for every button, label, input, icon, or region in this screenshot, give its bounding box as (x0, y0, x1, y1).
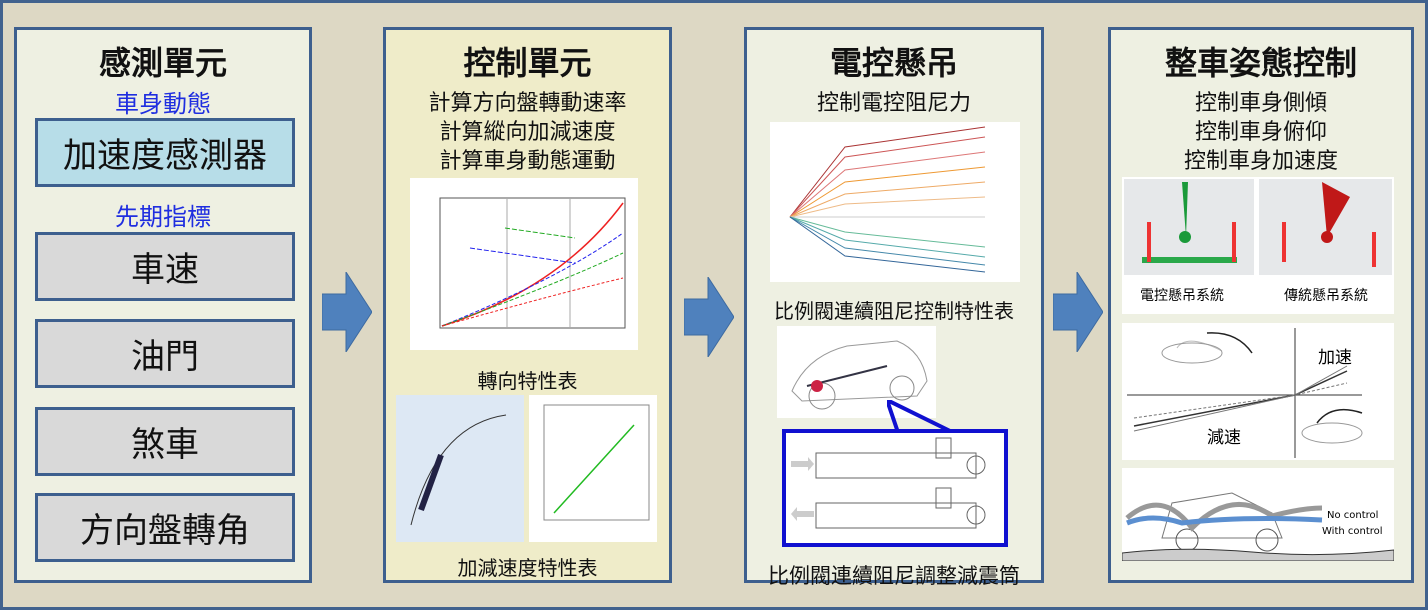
attitude-line: 控制車身俯仰 (1194, 120, 1327, 145)
attitude-line: 控制車身加速度 (1183, 149, 1338, 174)
damper-caption: 比例閥連續阻尼調整減震筒 (768, 564, 1020, 588)
panel-title: 控制單元 (463, 44, 592, 82)
control-line: 計算車身動態運動 (439, 149, 616, 174)
conventional-label: 傳統懸吊系統 (1284, 288, 1368, 304)
decel-label: 減速 (1207, 428, 1241, 448)
accel-sensor-box: 加速度感測器 (35, 118, 295, 187)
control-unit-panel: 控制單元 計算方向盤轉動速率 計算縱向加減速度 計算車身動態運動 轉向特性表 加… (383, 27, 672, 583)
attitude-line: 控制車身側傾 (1194, 91, 1327, 116)
body-dynamics-label: 車身動態 (115, 90, 211, 118)
sensor-item-steering-angle: 方向盤轉角 (35, 493, 295, 562)
damping-characteristic-chart (770, 122, 1020, 282)
panel-title: 感測單元 (98, 44, 227, 82)
accel-chart-2 (529, 395, 657, 542)
accel-label: 加速 (1318, 348, 1352, 368)
accel-chart-1 (396, 395, 524, 542)
no-control-label: No control (1327, 510, 1379, 521)
flow-arrow-icon (1053, 272, 1103, 352)
panel-title: 整車姿態控制 (1164, 44, 1357, 82)
panel-title: 電控懸吊 (829, 44, 958, 82)
leading-indicator-label: 先期指標 (115, 203, 211, 231)
flow-arrow-icon (684, 277, 734, 357)
chart-caption: 比例閥連續阻尼控制特性表 (774, 299, 1014, 323)
steering-characteristic-chart (410, 178, 638, 350)
sensor-item-speed: 車速 (35, 232, 295, 301)
electronic-suspension-panel: 電控懸吊 控制電控阻尼力 比例閥連續阻尼控制特性表 比例閥連續阻尼調整減震筒 (744, 27, 1044, 588)
damper-diagram (782, 429, 1008, 547)
suspension-line: 控制電控阻尼力 (816, 91, 971, 116)
flow-arrow-icon (322, 272, 372, 352)
ecs-label: 電控懸吊系統 (1140, 288, 1224, 304)
car-suspension-image (777, 326, 936, 418)
control-line: 計算方向盤轉動速率 (428, 91, 627, 116)
sensing-unit-panel: 感測單元 車身動態 加速度感測器 先期指標 車速 油門 煞車 方向盤轉角 (14, 27, 312, 583)
accel-caption: 加減速度特性表 (457, 556, 598, 580)
with-control-label: With control (1322, 526, 1383, 537)
control-line: 計算縱向加減速度 (439, 120, 616, 145)
vehicle-attitude-panel: 整車姿態控制 控制車身側傾 控制車身俯仰 控制車身加速度 電控懸吊系統 傳統懸吊… (1108, 27, 1414, 583)
sensor-item-throttle: 油門 (35, 319, 295, 388)
steer-caption: 轉向特性表 (477, 369, 578, 393)
ride-control-image: No control With control (1122, 468, 1394, 561)
pitch-chart-image: 加速 減速 (1122, 323, 1394, 460)
sensor-item-brake: 煞車 (35, 407, 295, 476)
suspension-comparison-image: 電控懸吊系統 傳統懸吊系統 (1122, 177, 1394, 314)
